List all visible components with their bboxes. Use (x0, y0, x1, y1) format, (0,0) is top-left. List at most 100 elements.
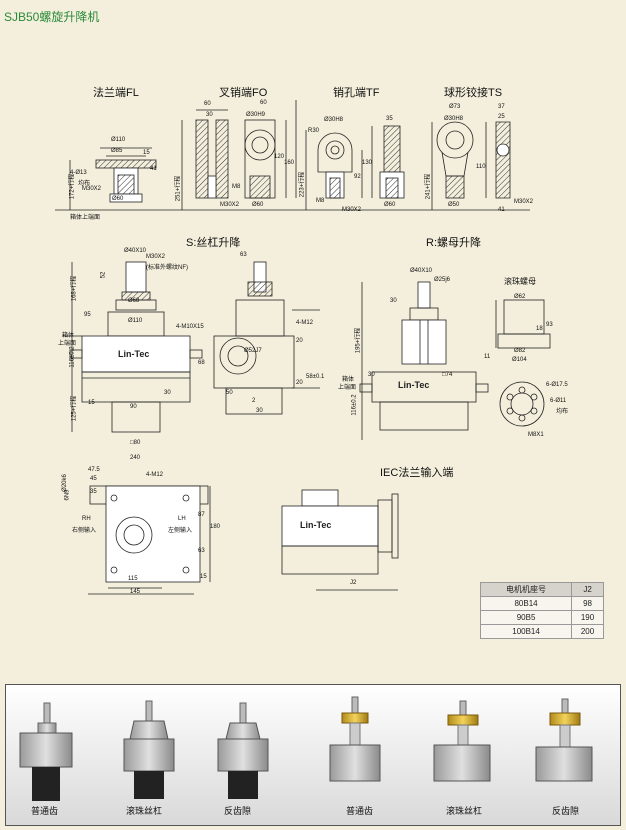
dim-label: Ø60 (384, 202, 396, 208)
table-cell: 80B14 (479, 596, 573, 611)
dim-label: 6-Ø11 (550, 398, 567, 404)
dim-label: Ø60 (252, 202, 264, 208)
dim-label: M8 (316, 198, 325, 204)
jack-photo (123, 700, 175, 799)
dim-label: 4-M12 (146, 472, 164, 478)
dim-label: 160 (284, 160, 295, 166)
dim-label: 4-M12 (296, 320, 314, 326)
dim-label: 116±0.2 (351, 394, 358, 416)
dim-label: LH (178, 516, 186, 522)
dim-label: 30 (206, 112, 213, 118)
dim-label: 58±0.1 (306, 374, 325, 380)
dim-label: 240 (130, 455, 141, 461)
table-cell: 200 (571, 624, 604, 639)
dim-label: 15 (88, 400, 95, 406)
table-row: 100B14 200 (479, 624, 604, 639)
table-cell: 100B14 (479, 624, 573, 639)
photo-caption: 普通齿 (31, 806, 59, 816)
dim-label: 50 (226, 390, 233, 396)
dim-label: 均布 (556, 409, 569, 415)
dim-label: M8X1 (528, 432, 544, 438)
dim-label: 箱体上端面 (70, 215, 101, 221)
dim-label: 223+行程 (299, 171, 306, 198)
dim-label: 30 (368, 372, 375, 378)
dim-label: Ø110 (111, 137, 126, 143)
dim-label: 41 (150, 166, 157, 172)
dim-label: 180 (210, 524, 221, 530)
dim-label: RH (82, 516, 91, 522)
dim-label: 6-Ø17.5 (546, 382, 568, 388)
dim-label: 241+行程 (425, 173, 432, 200)
dim-label: 95 (84, 312, 91, 318)
dim-label: 30 (390, 298, 397, 304)
dim-label: M30X2 (82, 186, 102, 192)
technical-drawings: Lin-Tec Lin-Tec Lin-Tec (55, 100, 551, 595)
dim-label: 6N9 (64, 489, 71, 501)
dim-label: 15 (200, 574, 207, 580)
dim-label: 251+行程 (175, 175, 182, 202)
dim-label: 168+行程 (71, 275, 78, 302)
dim-label: 37 (498, 104, 505, 110)
dim-label: 15 (143, 150, 150, 156)
jack-photo (329, 696, 381, 782)
dim-label: 上端面 (338, 385, 357, 391)
j2-table: 电机机座号 J2 80B14 98 90B5 190 100B14 200 (479, 582, 604, 639)
dim-label: 35 (90, 489, 97, 495)
dim-label: 90 (130, 404, 137, 410)
product-photos-panel: 普通齿 滚珠丝杠 反齿隙 普通齿 滚珠丝杠 反齿隙 (5, 684, 621, 826)
section-iec-label: IEC法兰输入端 (380, 467, 454, 479)
dim-label: 52 (100, 271, 107, 279)
photo-caption: 反齿隙 (224, 806, 252, 816)
dim-label: 125+行程 (71, 395, 78, 422)
table-cell: 190 (571, 610, 604, 625)
table-cell: 98 (571, 596, 604, 611)
dim-label: 30 (164, 390, 171, 396)
dim-label: 110 (476, 164, 486, 170)
end-fl-label: 法兰端FL (93, 87, 139, 99)
dim-label: 93 (546, 322, 553, 328)
dim-label: Ø50 (448, 202, 460, 208)
dim-label: M8 (232, 184, 241, 190)
section-s-label: S:丝杠升降 (186, 237, 241, 249)
jack-photo (535, 698, 593, 782)
end-ts-label: 球形铰接TS (444, 87, 503, 99)
table-cell: 90B5 (479, 610, 573, 625)
dim-label: 箱体 (342, 377, 355, 383)
end-tf-label: 销孔端TF (333, 87, 380, 99)
ball-nut-title: 滚珠螺母 (504, 277, 536, 286)
r-nut-flange (499, 381, 545, 427)
dim-label: M30X2 (146, 254, 166, 260)
table-header: J2 (571, 582, 604, 597)
dim-label: 35 (386, 116, 393, 122)
table-row: 90B5 190 (479, 610, 604, 625)
dim-label: 172+行程 (69, 173, 76, 200)
dim-label: 145 (130, 589, 141, 595)
iec-view (281, 489, 399, 591)
brand-logo: Lin-Tec (118, 349, 149, 359)
dim-label: 20 (296, 338, 303, 344)
dim-label: Ø68 (128, 298, 140, 304)
dim-label: 上端面 (58, 341, 77, 347)
dim-label: Ø30H9 (246, 112, 266, 118)
dim-label: Ø60 (112, 196, 124, 202)
brand-logo: Lin-Tec (300, 520, 331, 530)
dim-label: 92 (354, 174, 361, 180)
dim-label: Ø104 (512, 357, 527, 363)
dim-label: 右侧输入 (72, 528, 97, 534)
photo-caption: 普通齿 (346, 806, 374, 816)
dim-label: 68 (198, 360, 205, 366)
dim-label: Ø52J7 (244, 348, 262, 354)
dim-label: 30 (256, 408, 263, 414)
r-nut-view (495, 299, 551, 349)
r-side-view (359, 281, 489, 440)
dim-label: 60 (204, 101, 211, 107)
page-title: SJB50螺旋升降机 (4, 10, 100, 24)
dim-label: (标准外螺纹NF) (146, 265, 188, 271)
dim-label: 20 (296, 380, 303, 386)
dim-label: 63 (240, 252, 247, 258)
photo-caption: 反齿隙 (552, 806, 580, 816)
dim-label: Ø25j6 (434, 277, 451, 283)
dim-label: Ø82 (514, 348, 526, 354)
dim-label: 4-M10X15 (176, 324, 204, 330)
dim-label: 2 (252, 398, 256, 404)
